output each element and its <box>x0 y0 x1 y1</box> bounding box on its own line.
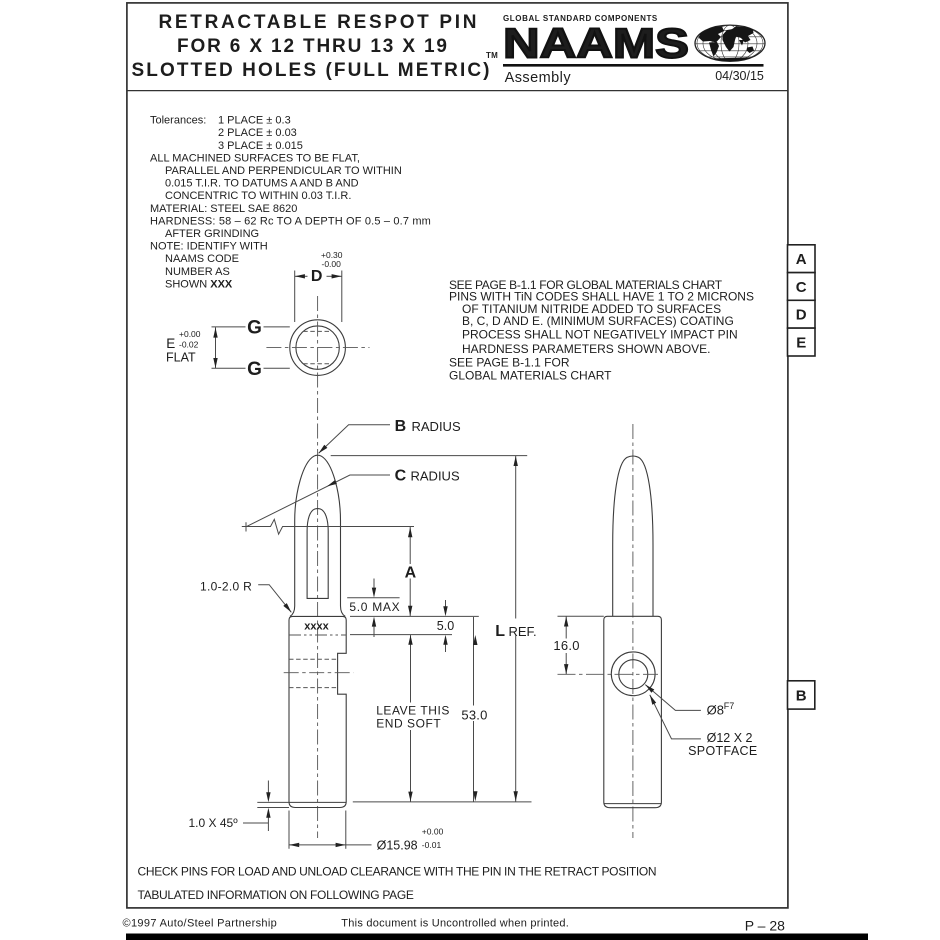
svg-text:+0.00: +0.00 <box>179 329 201 339</box>
svg-text:B: B <box>796 687 807 704</box>
svg-text:-0.02: -0.02 <box>179 339 199 349</box>
svg-text:CONCENTRIC TO WITHIN 0.03 T.I.: CONCENTRIC TO WITHIN 0.03 T.I.R. <box>165 190 351 202</box>
svg-text:©1997 Auto/Steel Partnership: ©1997 Auto/Steel Partnership <box>123 918 278 930</box>
svg-text:Assembly: Assembly <box>505 70 572 86</box>
svg-text:-0.00: -0.00 <box>322 259 342 269</box>
svg-text:G: G <box>247 317 262 338</box>
svg-text:0.015 T.I.R. TO DATUMS A AND B: 0.015 T.I.R. TO DATUMS A AND B AND <box>165 178 359 190</box>
svg-text:END SOFT: END SOFT <box>376 717 441 731</box>
svg-text:SLOTTED HOLES (FULL METRIC): SLOTTED HOLES (FULL METRIC) <box>132 60 490 81</box>
svg-text:PINS WITH TiN CODES SHALL HAVE: PINS WITH TiN CODES SHALL HAVE 1 TO 2 MI… <box>449 290 754 304</box>
svg-text:xxxx: xxxx <box>304 620 329 632</box>
svg-text:NAAMS: NAAMS <box>503 20 689 67</box>
svg-text:C: C <box>395 467 407 484</box>
svg-text:TABULATED INFORMATION ON FOLLO: TABULATED INFORMATION ON FOLLOWING PAGE <box>138 888 414 902</box>
svg-text:FOR 6 X 12 THRU 13 X 19: FOR 6 X 12 THRU 13 X 19 <box>177 36 447 57</box>
svg-text:-0.01: -0.01 <box>422 840 442 850</box>
svg-text:RADIUS: RADIUS <box>412 419 461 434</box>
svg-text:2 PLACE ± 0.03: 2 PLACE ± 0.03 <box>218 127 297 139</box>
svg-text:RADIUS: RADIUS <box>411 468 460 483</box>
svg-text:D: D <box>796 307 807 324</box>
svg-text:GLOBAL STANDARD COMPONENTS: GLOBAL STANDARD COMPONENTS <box>503 14 658 23</box>
svg-text:E: E <box>166 336 175 351</box>
svg-text:E: E <box>796 334 806 351</box>
svg-text:HARDNESS: 58 – 62 Rc TO A DEPT: HARDNESS: 58 – 62 Rc TO A DEPTH OF 0.5 –… <box>150 215 431 227</box>
svg-text:REF.: REF. <box>509 624 537 639</box>
svg-text:GLOBAL MATERIALS CHART: GLOBAL MATERIALS CHART <box>449 368 612 382</box>
svg-text:1.0-2.0 R: 1.0-2.0 R <box>200 580 252 594</box>
svg-text:SEE PAGE B-1.1 FOR GLOBAL MATE: SEE PAGE B-1.1 FOR GLOBAL MATERIALS CHAR… <box>449 278 723 292</box>
svg-text:PARALLEL AND PERPENDICULAR TO: PARALLEL AND PERPENDICULAR TO WITHIN <box>165 165 402 177</box>
svg-text:Ø8: Ø8 <box>707 703 724 718</box>
svg-text:This document is Uncontrolled: This document is Uncontrolled when print… <box>341 918 569 930</box>
svg-text:1.0 X 45º: 1.0 X 45º <box>189 816 239 830</box>
svg-text:HARDNESS PARAMETERS SHOWN ABOV: HARDNESS PARAMETERS SHOWN ABOVE. <box>462 342 711 356</box>
svg-text:SPOTFACE: SPOTFACE <box>688 744 757 758</box>
svg-text:NAAMS CODE: NAAMS CODE <box>165 253 239 265</box>
svg-text:P – 28: P – 28 <box>745 918 785 934</box>
svg-text:G: G <box>247 359 262 380</box>
svg-text:NOTE: IDENTIFY WITH: NOTE: IDENTIFY WITH <box>150 241 268 253</box>
svg-text:OF TITANIUM NITRIDE ADDED TO S: OF TITANIUM NITRIDE ADDED TO SURFACES <box>462 302 721 316</box>
svg-text:ALL MACHINED SURFACES TO BE FL: ALL MACHINED SURFACES TO BE FLAT, <box>150 152 360 164</box>
svg-text:C: C <box>796 279 807 296</box>
svg-text:5.0: 5.0 <box>437 619 454 633</box>
svg-text:NUMBER AS: NUMBER AS <box>165 266 230 278</box>
svg-text:+0.30: +0.30 <box>321 250 343 260</box>
svg-text:CHECK PINS FOR LOAD AND UNLOAD: CHECK PINS FOR LOAD AND UNLOAD CLEARANCE… <box>138 865 657 879</box>
svg-text:SEE PAGE B-1.1 FOR: SEE PAGE B-1.1 FOR <box>449 356 570 370</box>
svg-text:53.0: 53.0 <box>461 708 487 723</box>
svg-text:FLAT: FLAT <box>166 351 196 365</box>
svg-text:16.0: 16.0 <box>553 638 579 653</box>
svg-text:MATERIAL: STEEL SAE 8620: MATERIAL: STEEL SAE 8620 <box>150 203 297 215</box>
svg-text:A: A <box>796 251 807 268</box>
svg-text:F7: F7 <box>724 701 735 711</box>
svg-text:+0.00: +0.00 <box>422 827 444 837</box>
svg-text:LEAVE THIS: LEAVE THIS <box>376 703 450 717</box>
svg-text:B: B <box>395 418 407 435</box>
svg-text:B, C, D AND E. (MINIMUM SURFAC: B, C, D AND E. (MINIMUM SURFACES) COATIN… <box>462 314 734 328</box>
svg-text:5.0 MAX: 5.0 MAX <box>349 600 400 614</box>
svg-text:Tolerances:: Tolerances: <box>150 115 206 127</box>
svg-text:Ø12 X 2: Ø12 X 2 <box>707 731 753 745</box>
svg-text:RETRACTABLE RESPOT PIN: RETRACTABLE RESPOT PIN <box>159 12 477 33</box>
svg-text:A: A <box>405 565 417 582</box>
svg-text:SHOWN XXX: SHOWN XXX <box>165 278 233 290</box>
svg-text:PROCESS SHALL NOT NEGATIVELY I: PROCESS SHALL NOT NEGATIVELY IMPACT PIN <box>462 328 738 342</box>
svg-text:AFTER GRINDING: AFTER GRINDING <box>165 228 259 240</box>
svg-text:TM: TM <box>486 51 498 60</box>
svg-text:04/30/15: 04/30/15 <box>715 69 764 83</box>
svg-text:1 PLACE ± 0.3: 1 PLACE ± 0.3 <box>218 115 291 127</box>
svg-text:3 PLACE ± 0.015: 3 PLACE ± 0.015 <box>218 140 303 152</box>
svg-text:D: D <box>311 268 323 285</box>
svg-text:Ø15.98: Ø15.98 <box>377 838 418 852</box>
svg-text:L: L <box>495 623 505 640</box>
